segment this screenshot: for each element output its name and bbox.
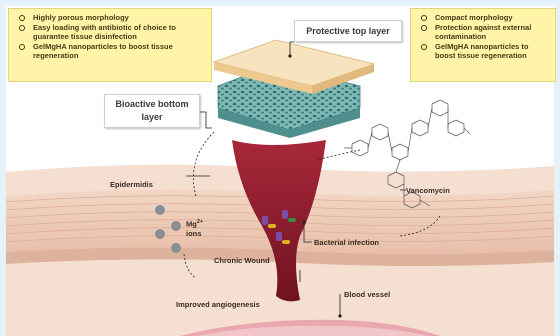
improved-angiogenesis-label: Improved angiogenesis (176, 300, 260, 309)
epidermidis-label: Epidermidis (110, 180, 153, 189)
property-item: GelMgHA nanoparticles to boost tissue re… (17, 42, 205, 60)
bioactive-bottom-layer-label: Bioactive bottom layer (104, 94, 200, 128)
bacterial-infection-label: Bacterial infection (314, 238, 379, 247)
chronic-wound-label: Chronic Wound (214, 256, 270, 265)
property-item: Compact morphology (419, 13, 549, 22)
property-item: Easy loading with antibiotic of choice t… (17, 23, 205, 41)
mg-ions-label: Mg2+ ions (186, 218, 203, 238)
bottom-layer-properties-note: Highly porous morphology Easy loading wi… (8, 8, 212, 82)
mg-ions-symbol: Mg (186, 220, 197, 229)
mg-ions-word: ions (186, 229, 201, 238)
property-item: Highly porous morphology (17, 13, 205, 22)
protective-top-layer-label: Protective top layer (294, 20, 402, 42)
vancomycin-label: Vancomycin (406, 186, 450, 195)
mg-ions-charge: 2+ (197, 219, 203, 225)
top-layer-properties-note: Compact morphology Protection against ex… (410, 8, 556, 82)
blood-vessel-label: Blood vessel (344, 290, 390, 299)
property-item: GelMgHA nanoparticles to boost tissue re… (419, 42, 549, 60)
property-item: Protection against external contaminatio… (419, 23, 549, 41)
